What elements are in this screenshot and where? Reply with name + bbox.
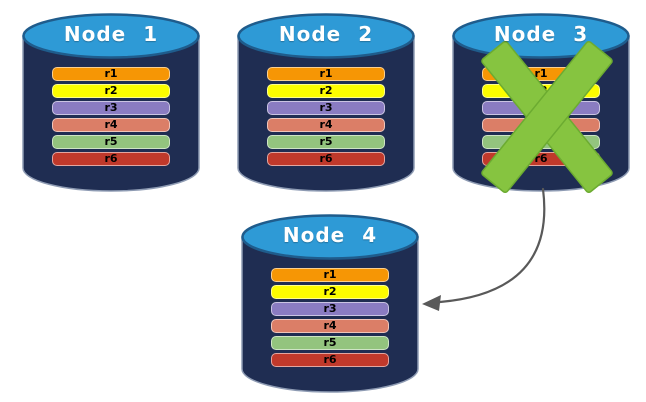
- failover-arrow-head: [422, 295, 441, 311]
- replica-row: r4: [271, 319, 389, 333]
- node-title: Node 1: [63, 22, 159, 46]
- replica-row: r2: [267, 84, 385, 98]
- cylinder-top: [22, 13, 200, 59]
- cylinder-top: [237, 13, 415, 59]
- replica-list: r1 r2 r3 r4 r5 r6: [267, 67, 385, 169]
- replica-row: r6: [52, 152, 170, 166]
- replica-row: r6: [267, 152, 385, 166]
- failure-x-icon: [481, 40, 613, 194]
- cylinder-top: [241, 214, 419, 260]
- node-3: r1 r2 r3 r4 r5 r6 Node 3: [452, 13, 630, 195]
- replica-row: r1: [267, 67, 385, 81]
- node-title: Node 4: [282, 223, 378, 247]
- replica-row: r5: [267, 135, 385, 149]
- replica-row: r4: [52, 118, 170, 132]
- node-2: r1 r2 r3 r4 r5 r6 Node 2: [237, 13, 415, 195]
- replica-row: r2: [52, 84, 170, 98]
- replica-row: r1: [52, 67, 170, 81]
- replica-row: r2: [271, 285, 389, 299]
- node-1: r1 r2 r3 r4 r5 r6 Node 1: [22, 13, 200, 195]
- node-title: Node 3: [493, 22, 589, 46]
- replica-row: r1: [271, 268, 389, 282]
- replica-list: r1 r2 r3 r4 r5 r6: [271, 268, 389, 370]
- failover-arrow-shaft: [438, 187, 546, 304]
- replica-row: r3: [52, 101, 170, 115]
- replica-row: r5: [271, 336, 389, 350]
- replica-row: r3: [271, 302, 389, 316]
- replica-row: r6: [271, 353, 389, 367]
- node-4: r1 r2 r3 r4 r5 r6 Node 4: [241, 214, 419, 396]
- node-title: Node 2: [278, 22, 374, 46]
- replica-row: r5: [52, 135, 170, 149]
- replica-row: r4: [267, 118, 385, 132]
- replica-list: r1 r2 r3 r4 r5 r6: [52, 67, 170, 169]
- replica-row: r3: [267, 101, 385, 115]
